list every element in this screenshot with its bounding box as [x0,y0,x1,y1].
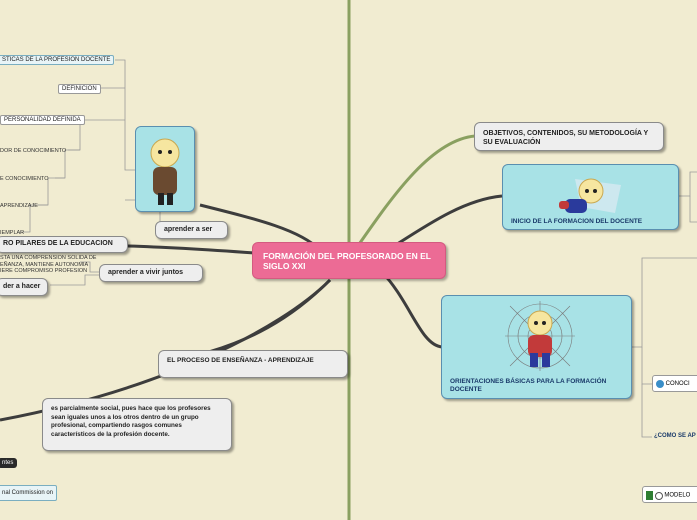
node-aprender-vivir-label: aprender a vivir juntos [108,269,184,276]
node-character-image[interactable] [135,126,195,212]
branch-objetivos [353,134,476,251]
left-item-dor-conocimiento[interactable]: DOR DE CONOCIMIENTO [0,148,67,154]
node-objetivos-label: OBJETIVOS, CONTENIDOS, SU METODOLOGÍA Y … [483,130,649,146]
node-social[interactable]: es parcialmente social, pues hace que lo… [42,398,232,451]
search-icon [654,491,663,500]
node-aprender-hacer[interactable]: der a hacer [0,278,48,296]
commission-tag-label: nal Commission on [2,490,54,496]
left-item-personalidad[interactable]: PERSONALIDAD DEFINIDA [0,115,85,125]
right-item-conoci[interactable]: CONOCI [652,375,697,392]
left-item-personalidad-label: PERSONALIDAD DEFINIDA [4,117,81,123]
book-icon [646,491,653,500]
left-item-definicion-label: DEFINICION [62,86,97,92]
node-aprender-vivir[interactable]: aprender a vivir juntos [99,264,203,282]
right-item-como[interactable]: ¿COMO SE AP [654,433,696,439]
node-pilares-label: RO PILARES DE LA EDUCACION [3,240,113,247]
left-item-iemplar[interactable]: IEMPLAR [0,230,25,236]
node-aprender-hacer-label: der a hacer [3,283,41,290]
commission-tag[interactable]: nal Commission on [0,485,58,501]
node-aprender-ser-label: aprender a ser [164,226,213,233]
node-aprender-ser[interactable]: aprender a ser [155,221,228,239]
conoci-icon [656,380,664,388]
node-objetivos[interactable]: OBJETIVOS, CONTENIDOS, SU METODOLOGÍA Y … [474,122,664,151]
left-item-caracteristicas[interactable]: STICAS DE LA PROFESION DOCENTE [0,55,115,65]
left-item-definicion[interactable]: DEFINICION [58,84,101,94]
central-topic[interactable]: FORMACIÓN DEL PROFESORADO EN EL SIGLO XX… [252,242,446,279]
left-item-caracteristicas-label: STICAS DE LA PROFESION DOCENTE [2,57,111,63]
pilares-description: STA UNA COMPRENSION SOLIDA DE EÑANZA, MA… [0,255,96,275]
pilares-desc-1: STA UNA COMPRENSION SOLIDA DE [0,255,97,261]
central-topic-title: FORMACIÓN DEL PROFESORADO EN EL SIGLO XX… [263,251,431,271]
spider-character-icon [505,301,575,371]
right-item-conoci-label: CONOCI [665,381,690,387]
node-orientaciones[interactable]: ORIENTACIONES BÁSICAS PARA LA FORMACIÓN … [441,295,632,399]
branch-orientaciones [378,268,443,349]
left-item-e-conocimiento[interactable]: E CONOCIMIENTO [0,176,49,182]
node-proceso[interactable]: EL PROCESO DE ENSEÑANZA - APRENDIZAJE [158,350,348,378]
right-item-modelo[interactable]: MODELO [642,486,697,503]
left-item-aprendizaje[interactable]: APRENDIZAJE [0,203,38,209]
node-pilares[interactable]: RO PILARES DE LA EDUCACION [0,236,128,253]
pilares-desc-3: IERE COMPROMISO PROFESION [0,268,88,274]
character-icon [150,138,180,205]
node-orientaciones-label: ORIENTACIONES BÁSICAS PARA LA FORMACIÓN … [450,378,607,393]
dark-tag[interactable]: ntes [0,458,18,468]
cartoon-character-icon [559,178,621,213]
node-proceso-label: EL PROCESO DE ENSEÑANZA - APRENDIZAJE [167,357,314,364]
node-inicio-label: INICIO DE LA FORMACION DEL DOCENTE [511,218,643,225]
node-inicio[interactable]: INICIO DE LA FORMACION DEL DOCENTE [502,164,679,230]
pilares-desc-2: EÑANZA, MANTIENE AUTONOMIA [0,261,89,268]
node-social-label: es parcialmente social, pues hace que lo… [51,405,211,438]
right-item-modelo-label: MODELO [664,492,691,499]
